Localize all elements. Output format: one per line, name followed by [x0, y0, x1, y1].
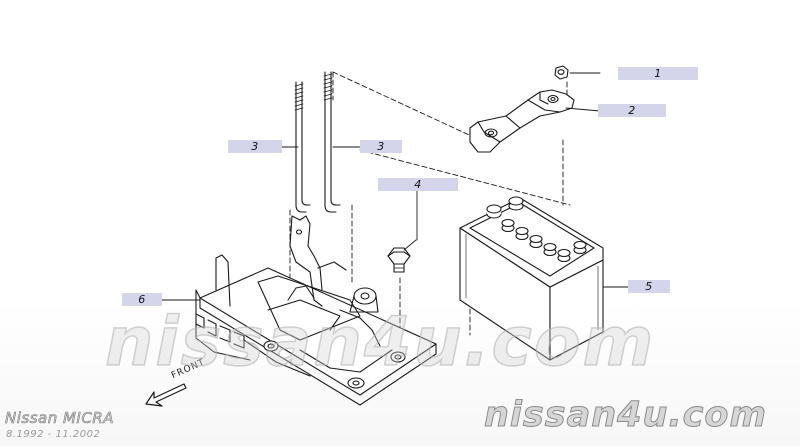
part-bolt: [387, 247, 411, 273]
part-battery-tray: [195, 215, 437, 406]
watermark: nissan4u.com: [104, 302, 656, 383]
front-direction-arrow: [145, 383, 187, 407]
callout-leader-lines: [159, 72, 631, 301]
callout-6: 6: [122, 293, 162, 306]
callout-2: 2: [598, 104, 666, 117]
callout-3a: 3: [228, 140, 282, 153]
part-nut: [554, 65, 569, 80]
part-hold-down-rods: [294, 71, 341, 213]
callout-1: 1: [618, 67, 698, 80]
battery-cell-caps: [486, 196, 587, 263]
production-date-range: 8.1992 - 11.2002: [6, 429, 101, 440]
model-name: Nissan MICRA: [5, 409, 115, 428]
part-hold-down-clamp: [469, 89, 575, 153]
site-brand-logo: nissan4u.com: [484, 395, 767, 436]
callout-4: 4: [378, 178, 458, 191]
callout-3b: 3: [360, 140, 402, 153]
part-battery: [459, 196, 604, 361]
callout-5: 5: [628, 280, 670, 293]
